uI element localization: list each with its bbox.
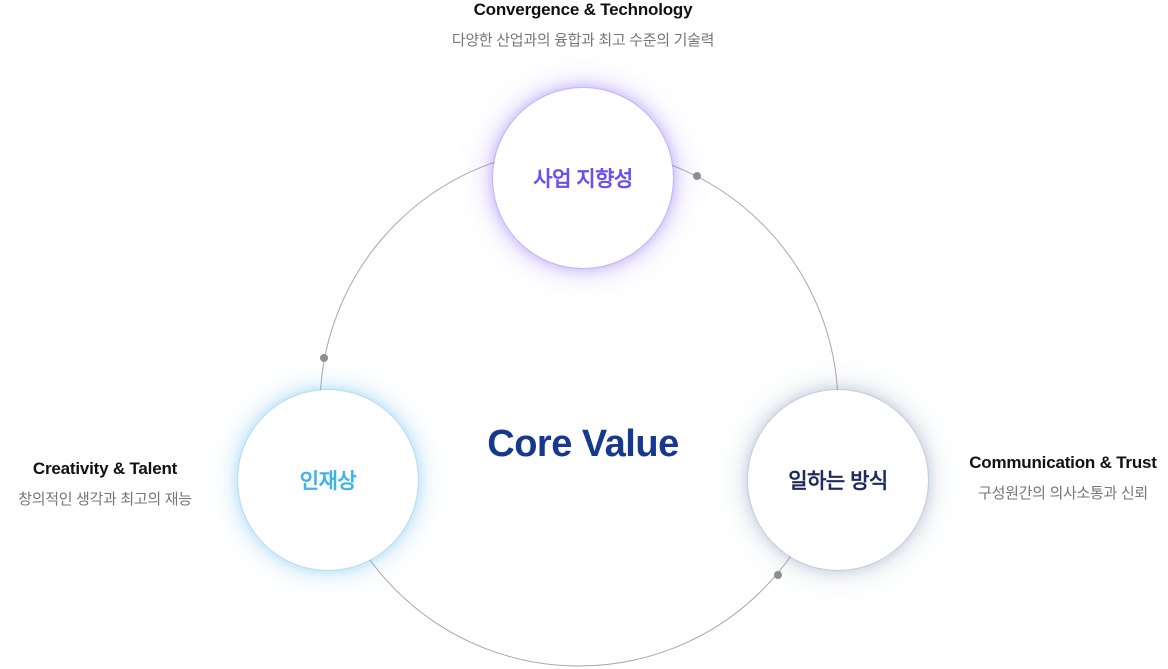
caption-talent-heading: Creativity & Talent [32, 459, 178, 478]
caption-talent: Creativity & Talent 창의적인 생각과 최고의 재능 [0, 459, 210, 509]
caption-business-heading: Convergence & Technology [473, 0, 693, 19]
caption-work-heading: Communication & Trust [969, 453, 1157, 472]
caption-business: Convergence & Technology 다양한 산업과의 융합과 최고… [383, 0, 783, 50]
node-business-orientation: 사업 지향성 [493, 88, 673, 268]
node-talent: 인재상 [238, 390, 418, 570]
node-business-label: 사업 지향성 [533, 168, 633, 191]
node-work-style: 일하는 방식 [748, 390, 928, 570]
caption-work-description: 구성원간의 의사소통과 신뢰 [978, 485, 1148, 502]
arc-dot-left [320, 354, 328, 362]
caption-talent-description: 창의적인 생각과 최고의 재능 [18, 491, 192, 508]
arc-dot-top-right [693, 172, 701, 180]
node-talent-label: 인재상 [299, 470, 357, 493]
node-work-label: 일하는 방식 [788, 470, 888, 493]
arc-dot-bottom-right [774, 571, 782, 579]
core-value-title: Core Value [487, 423, 679, 465]
caption-work: Communication & Trust 구성원간의 의사소통과 신뢰 [958, 453, 1168, 503]
caption-business-description: 다양한 산업과의 융합과 최고 수준의 기술력 [451, 32, 715, 49]
